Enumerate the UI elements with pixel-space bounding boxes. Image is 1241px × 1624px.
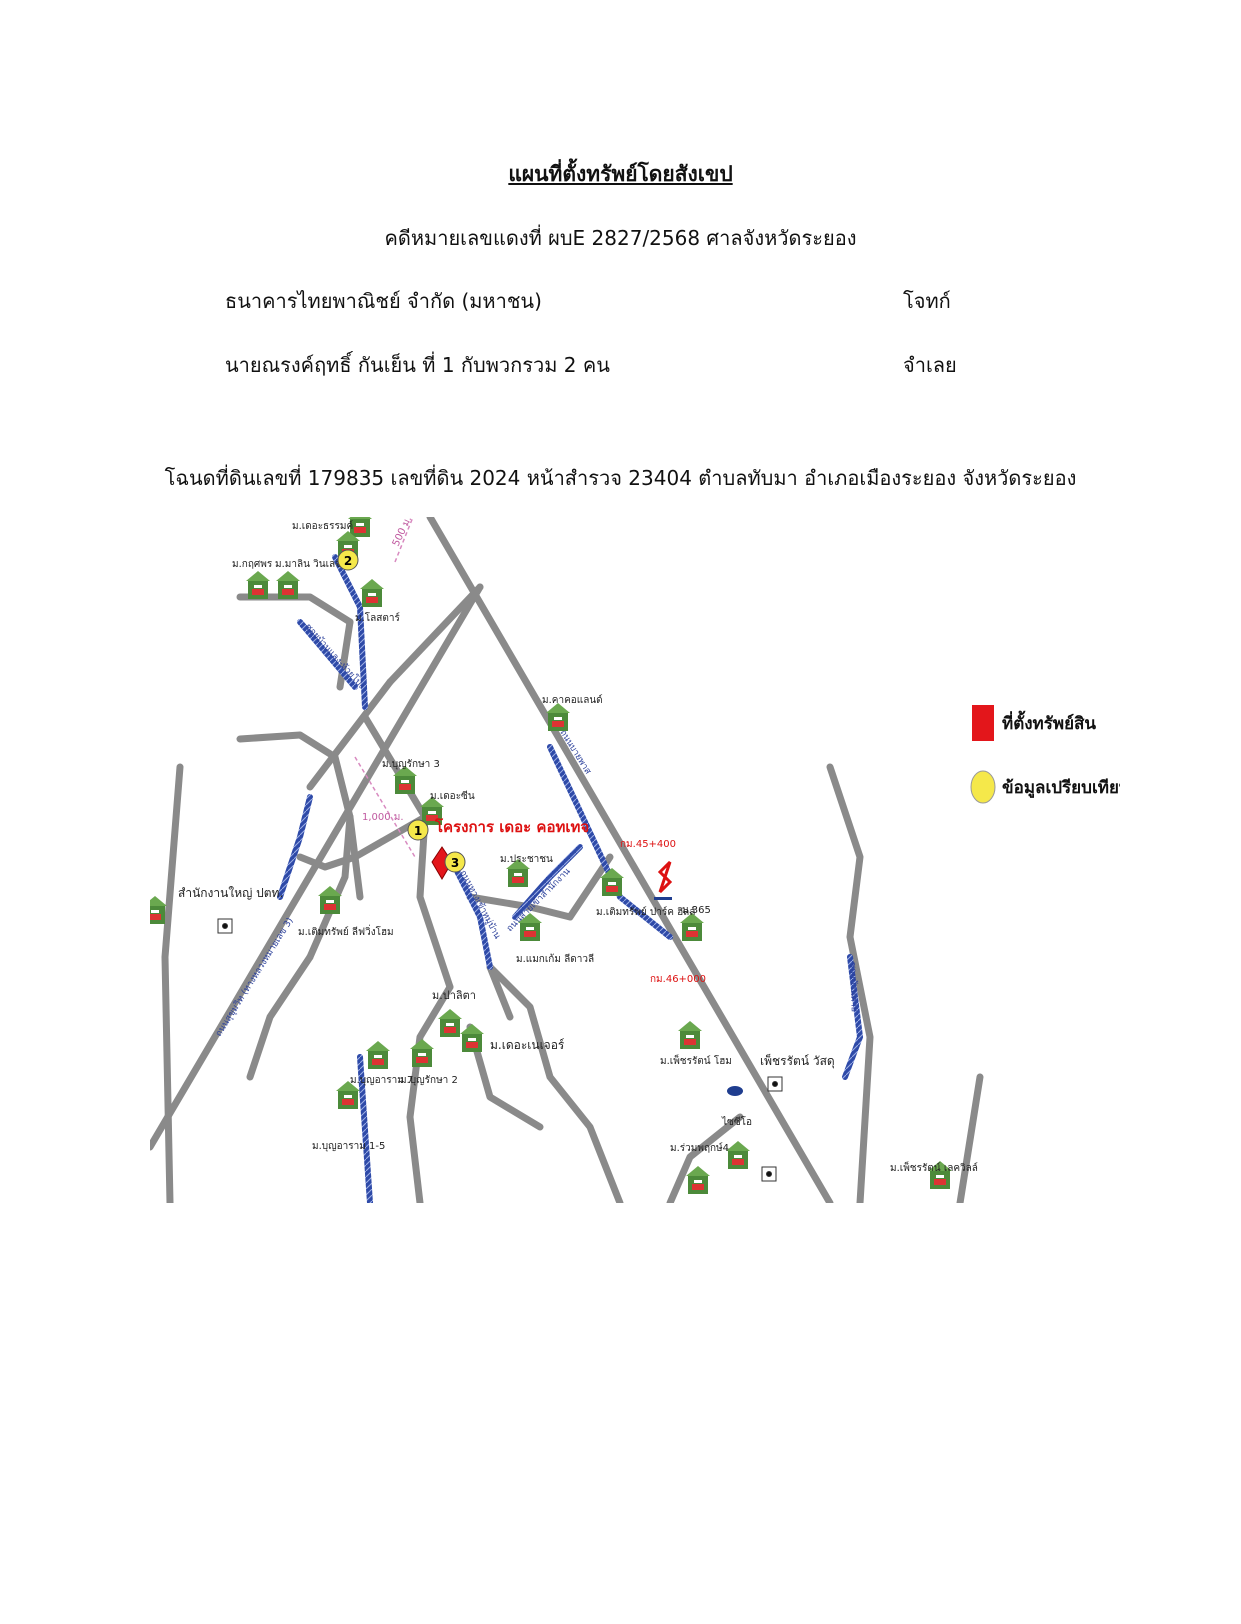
legend-property-swatch bbox=[972, 705, 994, 741]
defendant-name: นายณรงค์ฤทธิ์ กันเย็น ที่ 1 กับพวกรวม 2 … bbox=[225, 353, 610, 377]
label-dezin: ม.เดอะซีน bbox=[430, 790, 475, 802]
plaintiff-name: ธนาคารไทยพาณิชย์ จำกัด (มหาชน) bbox=[225, 289, 542, 313]
comparison-point-1: 1 bbox=[407, 819, 429, 841]
map-legend: ที่ตั้งทรัพย์สิน ข้อมูลเปรียบเทียบ bbox=[970, 705, 1120, 804]
km-marker-45400: กม.45+400 bbox=[620, 839, 676, 850]
label-bunruksa2: ม.บุญรักษา 2 bbox=[400, 1075, 458, 1086]
label-sermsub-chid: ม.เติมทรัพย์ ปาร์ค ฮิลล์ bbox=[596, 906, 695, 918]
svg-text:500 ม.: 500 ม. bbox=[391, 517, 415, 548]
ford-logo-icon bbox=[727, 1086, 743, 1096]
label-ruamphruek4: ม.ร่วมพฤกษ์4 bbox=[670, 1142, 729, 1154]
road-network bbox=[150, 517, 984, 1203]
label-bunyaram15: ม.บุญอาราม 1-5 bbox=[312, 1141, 385, 1152]
defendant-role: จำเลย bbox=[903, 353, 957, 377]
plaintiff-role: โจทก์ bbox=[903, 289, 951, 313]
legend-comparison-label: ข้อมูลเปรียบเทียบ bbox=[1002, 777, 1120, 799]
local-roads bbox=[277, 554, 864, 1203]
svg-text:2: 2 bbox=[344, 554, 352, 568]
location-map: ถนนสุขุมวิท (ทางหลวงหมายเลข 3) ถนนบายพาส… bbox=[150, 517, 1120, 1203]
suzuki-logo-icon bbox=[654, 860, 673, 900]
label-lostar: ม.โลสตาร์ bbox=[355, 611, 400, 624]
landmark-markers bbox=[217, 918, 783, 1182]
label-kokpornr: ม.กฤศพร bbox=[232, 559, 273, 570]
road-label-sukhumvit: ถนนสุขุมวิท (ทางหลวงหมายเลข 3) bbox=[213, 916, 295, 1039]
label-village-top: ม.เดอะธรรมค์ bbox=[292, 520, 353, 532]
label-petcharat-lake: ม.เพ็ชรรัตน์ เลควิลล์ bbox=[890, 1160, 978, 1174]
project-label: โครงการ เดอะ คอทเทจ bbox=[434, 817, 589, 836]
label-bunruksa3: ม.บุญรักษา 3 bbox=[382, 759, 440, 770]
label-denature: ม.เดอะเนเจอร์ bbox=[490, 1038, 565, 1052]
place-labels: ม.เดอะธรรมค์ ม.กฤศพร ม.มาลิน วินเลจ ม.โล… bbox=[178, 520, 978, 1174]
comparison-point-3: 3 bbox=[444, 851, 466, 873]
case-number-line: คดีหมายเลขแดงที่ ผบE 2827/2568 ศาลจังหวั… bbox=[384, 226, 857, 250]
label-ptt: สำนักงานใหญ่ ปตท. bbox=[178, 886, 283, 900]
title-deed-line: โฉนดที่ดินเลขที่ 179835 เลขที่ดิน 2024 ห… bbox=[164, 466, 1077, 490]
road-label-local4: ซอยบ้านค่าย bbox=[847, 962, 860, 1012]
label-bunyaram7: ม.บุญอาราม 7 bbox=[350, 1075, 413, 1086]
label-petcharat-home: ม.เพ็ชรรัตน์ โฮม bbox=[660, 1053, 732, 1067]
svg-text:1,000 ม.: 1,000 ม. bbox=[362, 812, 404, 823]
label-m365: ม.365 bbox=[682, 905, 711, 916]
label-toyota: ไซซีโอ bbox=[721, 1115, 752, 1128]
legend-comparison-swatch bbox=[970, 770, 996, 804]
road-label-local1: ซอยบ้านแลง-ห้วยโป่ง bbox=[303, 622, 367, 692]
document-title: แผนที่ตั้งทรัพย์โดยสังเขป bbox=[508, 162, 733, 186]
label-prachachon: ม.ประชาชน bbox=[500, 854, 553, 865]
comparison-point-2: 2 bbox=[337, 549, 359, 571]
distance-500m: 500 ม. bbox=[391, 517, 415, 563]
label-petcharat-wasadu: เพ็ชรรัตน์ วัสดุ bbox=[760, 1053, 835, 1069]
legend-property-label: ที่ตั้งทรัพย์สิน bbox=[1002, 710, 1096, 734]
label-malin: ม.มาลิน วินเลจ bbox=[275, 559, 341, 570]
svg-text:3: 3 bbox=[451, 856, 459, 870]
svg-text:1: 1 bbox=[414, 824, 422, 838]
distance-1000m: 1,000 ม. bbox=[354, 756, 416, 858]
label-maekaew: ม.แมกเก้ม ลีดาวลี bbox=[516, 953, 594, 965]
label-palika: ม.ปาลิตา bbox=[432, 989, 476, 1002]
label-kirk: ม.คาคอแลนด์ bbox=[542, 694, 603, 706]
label-sermsub-sam: ม.เติมทรัพย์ ลีฟวิ่งโฮม bbox=[298, 924, 394, 938]
km-marker-46000: กม.46+000 bbox=[650, 974, 706, 985]
